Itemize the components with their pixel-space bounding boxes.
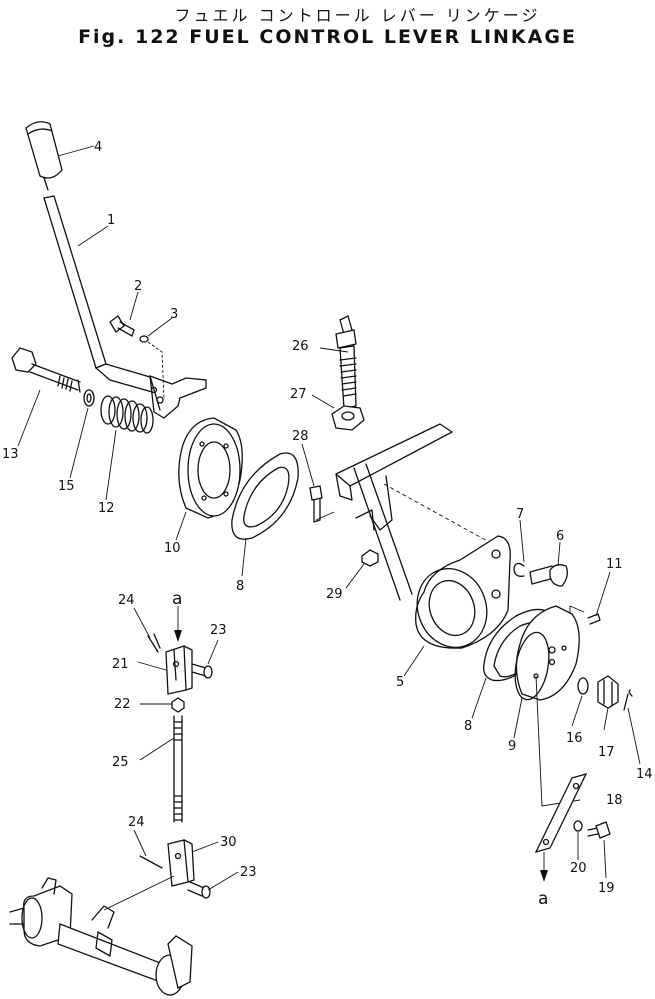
callout-27: 27 [290,387,307,402]
callout-18: 18 [606,793,623,808]
callout-7: 7 [516,507,524,522]
part-24-cotter-pin-top [147,633,161,653]
part-14-cotter-pin [623,689,633,711]
part-8-friction-ring-left [231,452,299,540]
callout-8-left: 8 [236,579,244,594]
callout-14: 14 [636,767,653,782]
callout-2: 2 [134,279,142,294]
connection-mark-a-bottom: a [538,889,548,909]
part-25-rod [173,715,183,823]
callout-16: 16 [566,731,583,746]
part-24-cotter-pin-bottom [139,855,163,869]
part-23-clevis-pin-top [191,663,213,679]
figure-title-japanese: フュエル コントロール レバー リンケージ [174,6,541,25]
callout-9: 9 [508,739,516,754]
frame-bracket [315,423,501,601]
callout-21: 21 [112,657,129,672]
callout-6: 6 [556,529,564,544]
part-21-clevis [165,645,193,695]
part-28-bolt [309,485,323,523]
callout-30: 30 [220,835,237,850]
part-1-lever [43,195,207,419]
callout-17: 17 [598,745,615,760]
callout-10: 10 [164,541,181,556]
callout-11: 11 [606,557,623,572]
callout-5: 5 [396,675,404,690]
callout-4: 4 [94,140,102,155]
callout-23-bottom: 23 [240,865,257,880]
part-17-castle-nut [597,675,619,709]
callout-29: 29 [326,587,343,602]
callout-13: 13 [2,447,19,462]
part-4-knob [25,121,63,191]
callout-19: 19 [598,881,615,896]
leader-lines [17,145,641,891]
callout-15: 15 [58,479,75,494]
callout-12: 12 [98,501,115,516]
part-22-nut [171,697,185,713]
part-15-washer [83,389,95,407]
callout-24-bottom: 24 [128,815,145,830]
figure-titles: フュエル コントロール レバー リンケージ Fig. 122 FUEL CONT… [0,6,655,48]
callout-22: 22 [114,697,131,712]
part-20-washer [573,820,583,832]
cross-shaft-assembly [9,875,193,996]
callout-28: 28 [292,429,309,444]
part-26-stud [335,315,357,409]
callout-23-top: 23 [210,623,227,638]
part-12-spring [100,395,154,434]
callout-3: 3 [170,307,178,322]
part-13-bolt [11,347,81,393]
connection-mark-a-top: a [172,589,182,609]
callout-8-right: 8 [464,719,472,734]
callout-26: 26 [292,339,309,354]
callout-labels: 1 2 3 4 5 6 7 8 8 9 10 11 12 13 14 15 16… [2,140,653,909]
part-23-clevis-pin-bottom [187,881,211,899]
part-19-bolt [587,821,611,839]
part-27-nut [331,405,365,431]
part-6-pin [529,564,568,587]
part-18-link [534,772,588,854]
part-5-flange [415,535,511,649]
part-29-nut [361,549,379,567]
callout-25: 25 [112,755,129,770]
part-2-bolt [109,315,135,337]
part-9-disc [514,605,580,701]
part-10-hub [178,417,243,519]
callout-20: 20 [570,861,587,876]
connection-arrows [174,606,548,882]
figure-title-english: Fig. 122 FUEL CONTROL LEVER LINKAGE [78,26,577,48]
part-16-washer [577,677,589,695]
part-7-snap-ring [513,562,525,577]
callout-24-top: 24 [118,593,135,608]
part-30-clevis [167,839,195,887]
part-3-washer [139,335,149,343]
callout-1: 1 [107,213,115,228]
